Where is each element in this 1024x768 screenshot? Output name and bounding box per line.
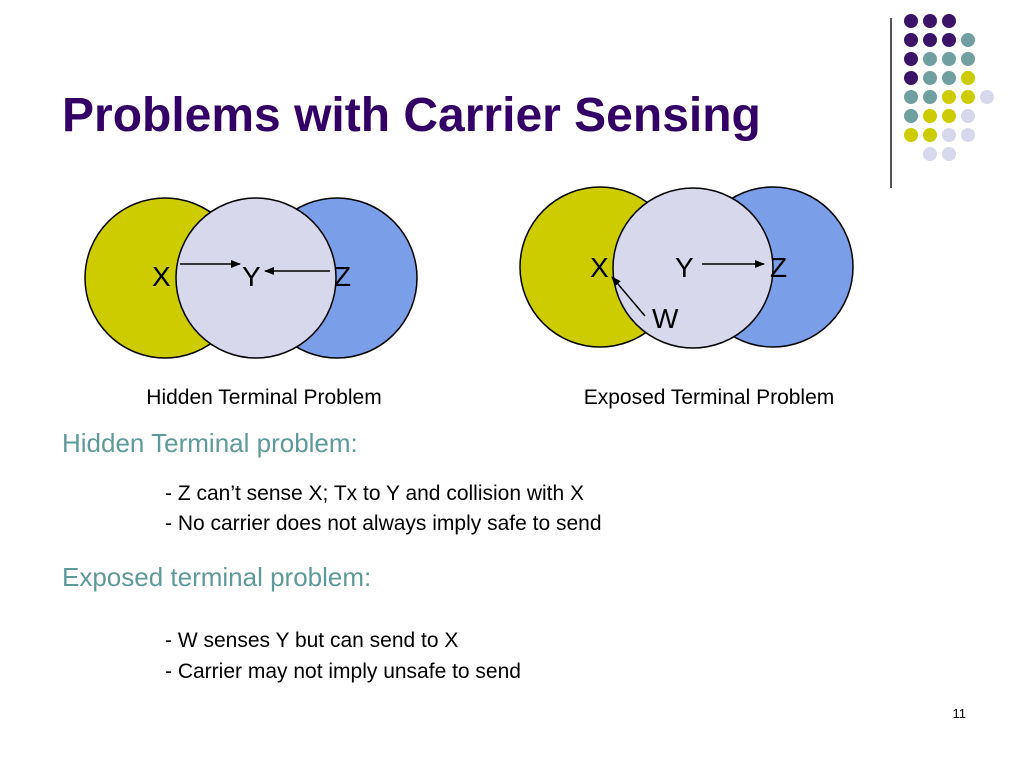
decorative-dot: [923, 71, 937, 85]
decorative-dot: [923, 33, 937, 47]
exposed-terminal-caption: Exposed Terminal Problem: [584, 386, 835, 409]
decorative-dot: [923, 90, 937, 104]
node-z-label: Z: [770, 252, 787, 283]
decorative-dot: [904, 128, 918, 142]
decorative-dot: [923, 14, 937, 28]
decorative-dot: [980, 90, 994, 104]
node-y-range-circle: [175, 197, 337, 359]
decorative-dot: [942, 109, 956, 123]
exposed-terminal-diagram: X Y Z W: [519, 186, 854, 349]
node-x-label: X: [152, 261, 171, 292]
node-y-label: Y: [242, 261, 261, 292]
exposed-terminal-bullet-1: - W senses Y but can send to X: [165, 629, 459, 652]
decorative-dot-grid: [904, 14, 994, 161]
decorative-dot: [904, 52, 918, 66]
decorative-dot: [961, 128, 975, 142]
node-y-range-circle: [612, 187, 774, 349]
terminal-diagrams: X Y Z X Y Z W Hidden Terminal Problem Ex…: [84, 186, 854, 409]
decorative-dot: [942, 71, 956, 85]
page-number: 11: [952, 706, 967, 721]
decorative-dot: [961, 90, 975, 104]
arrow-w-to-x: [611, 276, 646, 317]
node-y-label: Y: [675, 252, 694, 283]
decorative-dot: [923, 109, 937, 123]
exposed-terminal-heading: Exposed terminal problem:: [62, 562, 372, 592]
exposed-terminal-bullet-2: - Carrier may not imply unsafe to send: [165, 660, 521, 683]
decorative-dot: [904, 14, 918, 28]
decorative-dot: [961, 33, 975, 47]
decorative-dot: [942, 14, 956, 28]
title-divider: [890, 18, 892, 188]
decorative-dot: [942, 128, 956, 142]
decorative-dot: [904, 109, 918, 123]
node-x-label: X: [590, 252, 609, 283]
decorative-dot: [942, 90, 956, 104]
hidden-terminal-caption: Hidden Terminal Problem: [146, 386, 381, 409]
decorative-dot: [942, 52, 956, 66]
hidden-terminal-heading: Hidden Terminal problem:: [62, 428, 358, 458]
decorative-dot: [961, 71, 975, 85]
decorative-dot: [942, 147, 956, 161]
decorative-dot: [923, 147, 937, 161]
decorative-dot: [923, 52, 937, 66]
node-w-label: W: [652, 303, 679, 334]
slide-title: Problems with Carrier Sensing: [62, 89, 761, 142]
decorative-dot: [961, 109, 975, 123]
hidden-terminal-bullet-2: - No carrier does not always imply safe …: [165, 512, 602, 535]
decorative-dot: [942, 33, 956, 47]
hidden-terminal-diagram: X Y Z: [84, 197, 418, 359]
decorative-dot: [923, 128, 937, 142]
decorative-dot: [961, 52, 975, 66]
decorative-dot: [904, 33, 918, 47]
decorative-dot: [904, 90, 918, 104]
node-z-label: Z: [334, 261, 351, 292]
hidden-terminal-bullet-1: - Z can’t sense X; Tx to Y and collision…: [165, 482, 585, 505]
decorative-dot: [904, 71, 918, 85]
